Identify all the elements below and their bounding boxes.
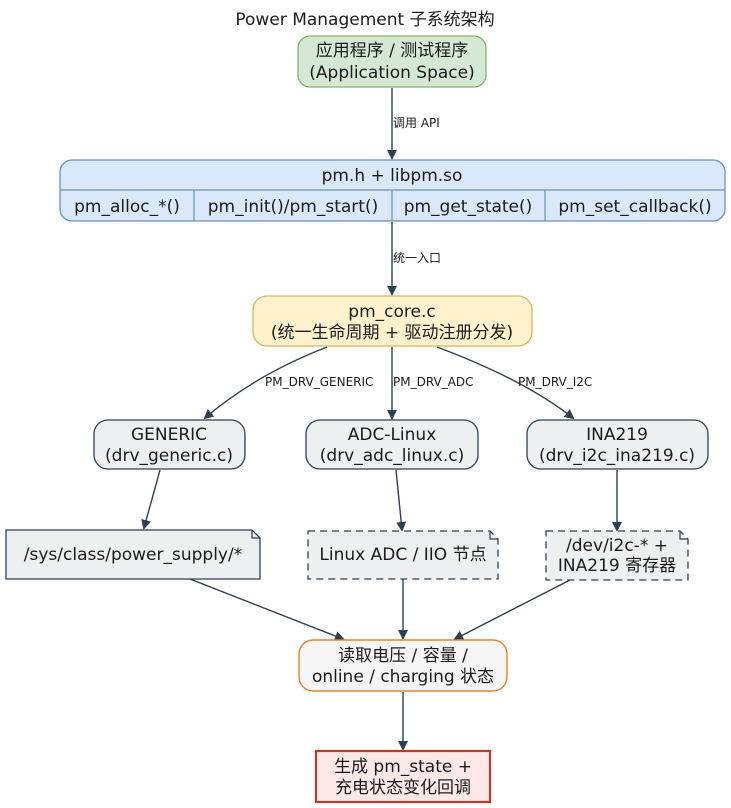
node-driver-ina219-line1: INA219 — [586, 425, 648, 445]
node-generate-state-line1: 生成 pm_state + — [334, 757, 472, 777]
node-generate-state-line2: 充电状态变化回调 — [335, 778, 471, 798]
node-sysfs-label: /sys/class/power_supply/* — [24, 545, 242, 565]
node-pm-core-line2: (统一生命周期 + 驱动注册分发) — [271, 323, 513, 343]
edge-generic-sysfs — [141, 469, 161, 530]
node-pm-core-box — [252, 295, 533, 347]
node-generate-state: 生成 pm_state + 充电状态变化回调 — [314, 749, 492, 804]
node-driver-adc-box — [305, 419, 479, 470]
node-application-line1: 应用程序 / 测试程序 — [316, 41, 469, 61]
edge-adc-iio — [395, 469, 407, 532]
node-libpm: pm.h + libpm.so pm_alloc_*() pm_init()/p… — [59, 159, 726, 222]
node-iio-note: Linux ADC / IIO 节点 — [307, 530, 499, 580]
node-libpm-cell: pm_set_callback() — [558, 197, 711, 217]
node-driver-ina219: INA219 (drv_i2c_ina219.c) — [526, 419, 709, 470]
edge-sysfs-read — [189, 578, 345, 641]
edges: 调用 API 统一入口 PM_DRV_GENERIC PM_DRV_ADC PM… — [141, 88, 622, 751]
edge-label-app-lib: 调用 API — [393, 116, 440, 130]
node-read-state-box — [298, 639, 508, 692]
node-libpm-title: pm.h + libpm.so — [322, 166, 463, 186]
node-libpm-cell: pm_alloc_*() — [74, 197, 180, 217]
edge-i2cdev-read — [453, 579, 571, 640]
node-i2cdev-note: /dev/i2c-* + INA219 寄存器 — [545, 530, 689, 581]
node-read-state: 读取电压 / 容量 / online / charging 状态 — [298, 639, 508, 692]
node-libpm-cell: pm_init()/pm_start() — [208, 197, 378, 217]
node-application-box — [297, 35, 487, 88]
node-i2cdev-line1: /dev/i2c-* + — [566, 536, 668, 556]
node-driver-adc: ADC-Linux (drv_adc_linux.c) — [305, 419, 479, 470]
node-sysfs-note: /sys/class/power_supply/* — [5, 529, 261, 580]
node-driver-adc-line1: ADC-Linux — [348, 425, 437, 445]
node-driver-adc-line2: (drv_adc_linux.c) — [320, 446, 464, 466]
edge-label-lib-core: 统一入口 — [393, 251, 441, 265]
note-fold — [679, 531, 688, 540]
node-i2cdev-line2: INA219 寄存器 — [558, 556, 676, 576]
edge-core-generic — [203, 346, 328, 420]
edge-core-ina — [436, 346, 575, 420]
node-pm-core-line1: pm_core.c — [348, 302, 435, 322]
node-driver-generic-line1: GENERIC — [131, 425, 207, 445]
node-iio-label: Linux ADC / IIO 节点 — [319, 545, 486, 565]
node-driver-ina219-box — [526, 419, 709, 470]
node-read-state-line2: online / charging 状态 — [312, 667, 494, 687]
node-pm-core: pm_core.c (统一生命周期 + 驱动注册分发) — [252, 295, 533, 347]
note-shape — [5, 529, 261, 580]
note-shape — [545, 530, 689, 581]
node-libpm-cell: pm_get_state() — [404, 197, 533, 217]
node-driver-generic-box — [93, 419, 246, 470]
node-generate-state-box — [314, 749, 492, 804]
edge-label-core-adc: PM_DRV_ADC — [393, 375, 474, 389]
node-application-line2: (Application Space) — [309, 63, 474, 83]
edge-label-core-ina: PM_DRV_I2C — [518, 375, 592, 389]
diagram-title: Power Management 子系统架构 — [235, 10, 494, 30]
node-driver-generic-line2: (drv_generic.c) — [105, 446, 233, 466]
node-driver-generic: GENERIC (drv_generic.c) — [93, 419, 246, 470]
note-fold — [489, 531, 498, 540]
note-shape — [307, 530, 499, 580]
node-read-state-line1: 读取电压 / 容量 / — [338, 646, 468, 666]
note-fold — [251, 530, 260, 539]
edge-label-core-generic: PM_DRV_GENERIC — [265, 375, 373, 389]
node-driver-ina219-line2: (drv_i2c_ina219.c) — [539, 446, 695, 466]
node-application: 应用程序 / 测试程序 (Application Space) — [297, 35, 487, 88]
